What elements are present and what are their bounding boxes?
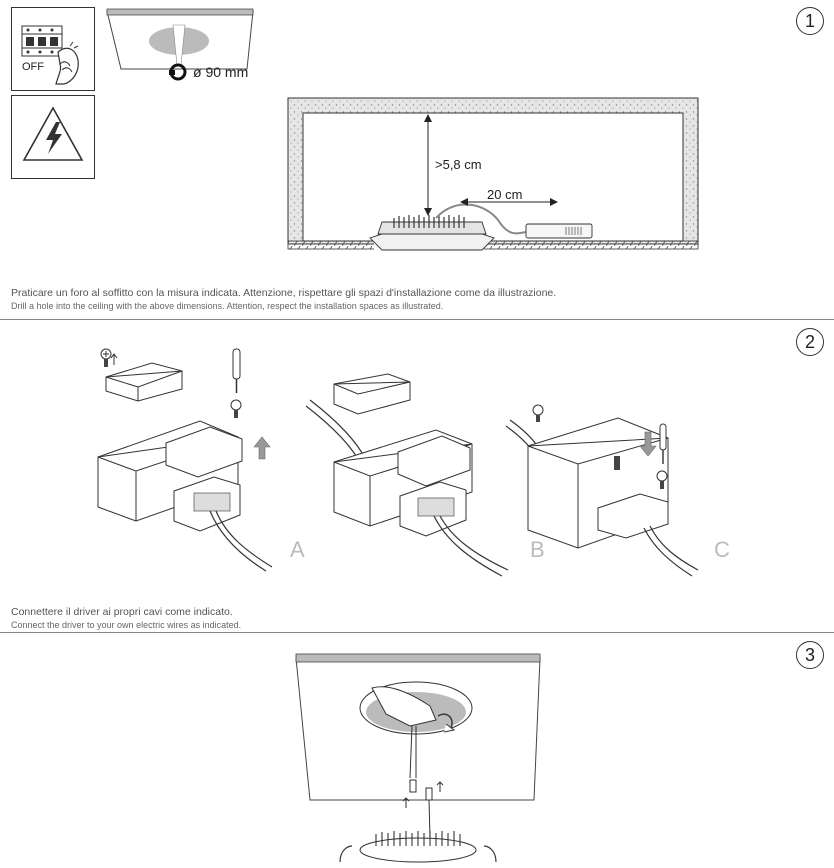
electric-hazard-icon <box>22 106 84 161</box>
hole-diameter-label: ø 90 mm <box>193 64 249 80</box>
divider-2 <box>0 632 834 633</box>
sub-label-b: B <box>530 537 545 562</box>
step-number-1: 1 <box>796 7 824 35</box>
divider-1 <box>0 319 834 320</box>
off-label: OFF <box>22 61 44 73</box>
screwdriver-icon <box>232 348 241 393</box>
driver-figure-b <box>306 373 509 577</box>
height-clearance-label: >5,8 cm <box>435 157 482 172</box>
driver-distance-label: 20 cm <box>487 187 523 202</box>
step-2-caption-it: Connettere il driver ai propri cavi come… <box>11 606 233 618</box>
hazard-panel <box>11 95 95 179</box>
sub-label-a: A <box>290 537 305 562</box>
step-2-caption-en: Connect the driver to your own electric … <box>11 620 242 630</box>
breaker-off-panel: OFF <box>11 7 95 91</box>
step-number-3: 3 <box>796 641 824 669</box>
step-number-2: 2 <box>796 328 824 356</box>
down-arrow-icon <box>639 431 657 457</box>
breaker-off-icon <box>21 25 79 85</box>
hole-saw-icon <box>169 63 187 81</box>
step-1-caption-it: Praticare un foro al soffitto con la mis… <box>11 287 557 299</box>
up-arrow-icon <box>253 436 271 460</box>
lamp-install-diagram <box>295 653 541 863</box>
step-1-caption-en: Drill a hole into the ceiling with the a… <box>11 301 444 311</box>
screwdriver-icon <box>659 423 667 464</box>
sub-label-c: C <box>714 537 730 562</box>
driver-figure-c <box>505 404 699 577</box>
screw-icon <box>100 348 112 367</box>
ceiling-cross-section <box>287 97 699 251</box>
driver-figure-a <box>97 348 273 572</box>
ceiling-hole-diagram <box>106 8 254 70</box>
